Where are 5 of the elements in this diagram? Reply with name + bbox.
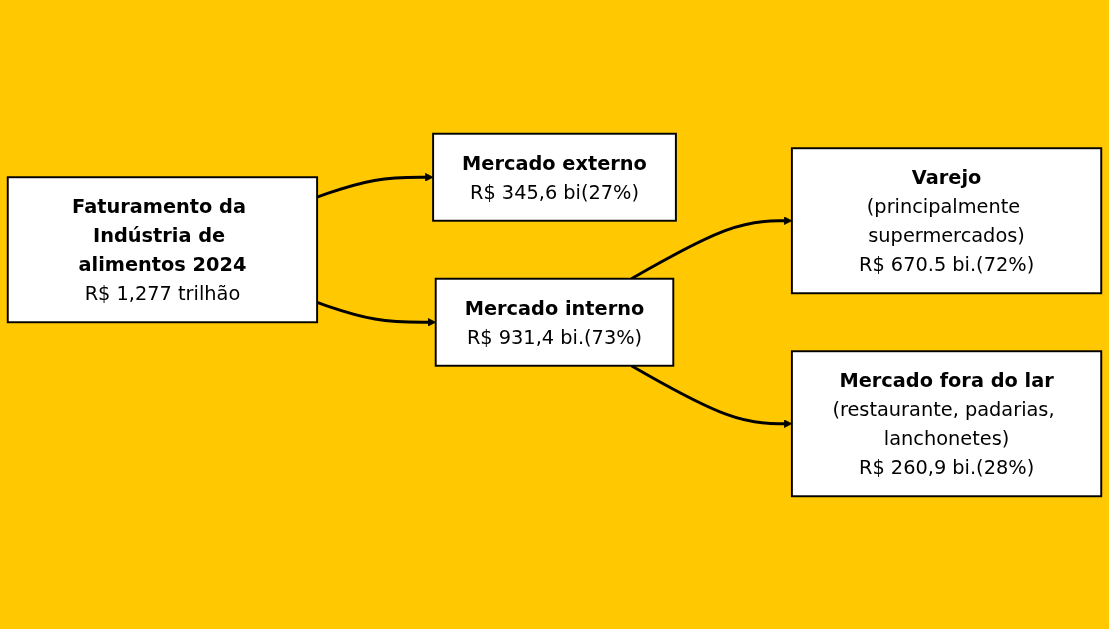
node-box: Mercado interno R$ 931,4 bi.(73%) [434, 277, 675, 367]
node-box: Mercado externo R$ 345,6 bi(27%) [432, 132, 677, 222]
node-box: Mercado fora do lar (restaurante, padarias, lanchonetes) R$ 260,9 bi.(28%) [790, 349, 1103, 497]
node-box: Varejo (principalmente supermercados) R$ 670.5 bi.(72%) [790, 146, 1103, 294]
node-box: Faturamento da Indústria de alimentos 2024 R$ 1,277 trilhão [6, 175, 319, 323]
